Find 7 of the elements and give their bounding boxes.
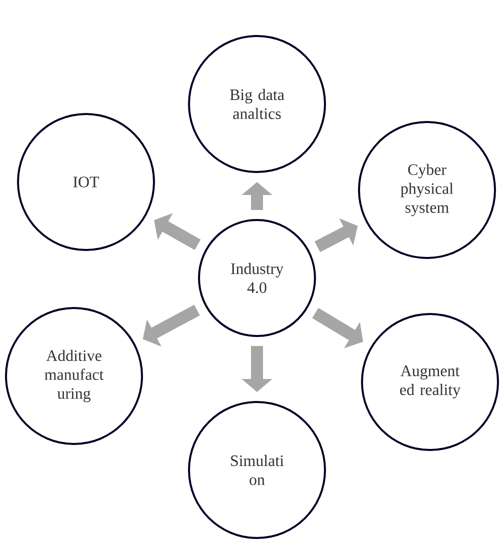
circle-node: Augment ed reality: [361, 313, 499, 451]
circle-node: Cyber physical system: [358, 121, 496, 259]
circle-node: Simulati on: [188, 401, 326, 539]
circle-node: Industry 4.0: [198, 219, 316, 337]
circle-node: IOT: [17, 113, 155, 251]
circle-node: Additive manufact uring: [5, 307, 143, 445]
circle-node: Big data analtics: [188, 35, 326, 173]
